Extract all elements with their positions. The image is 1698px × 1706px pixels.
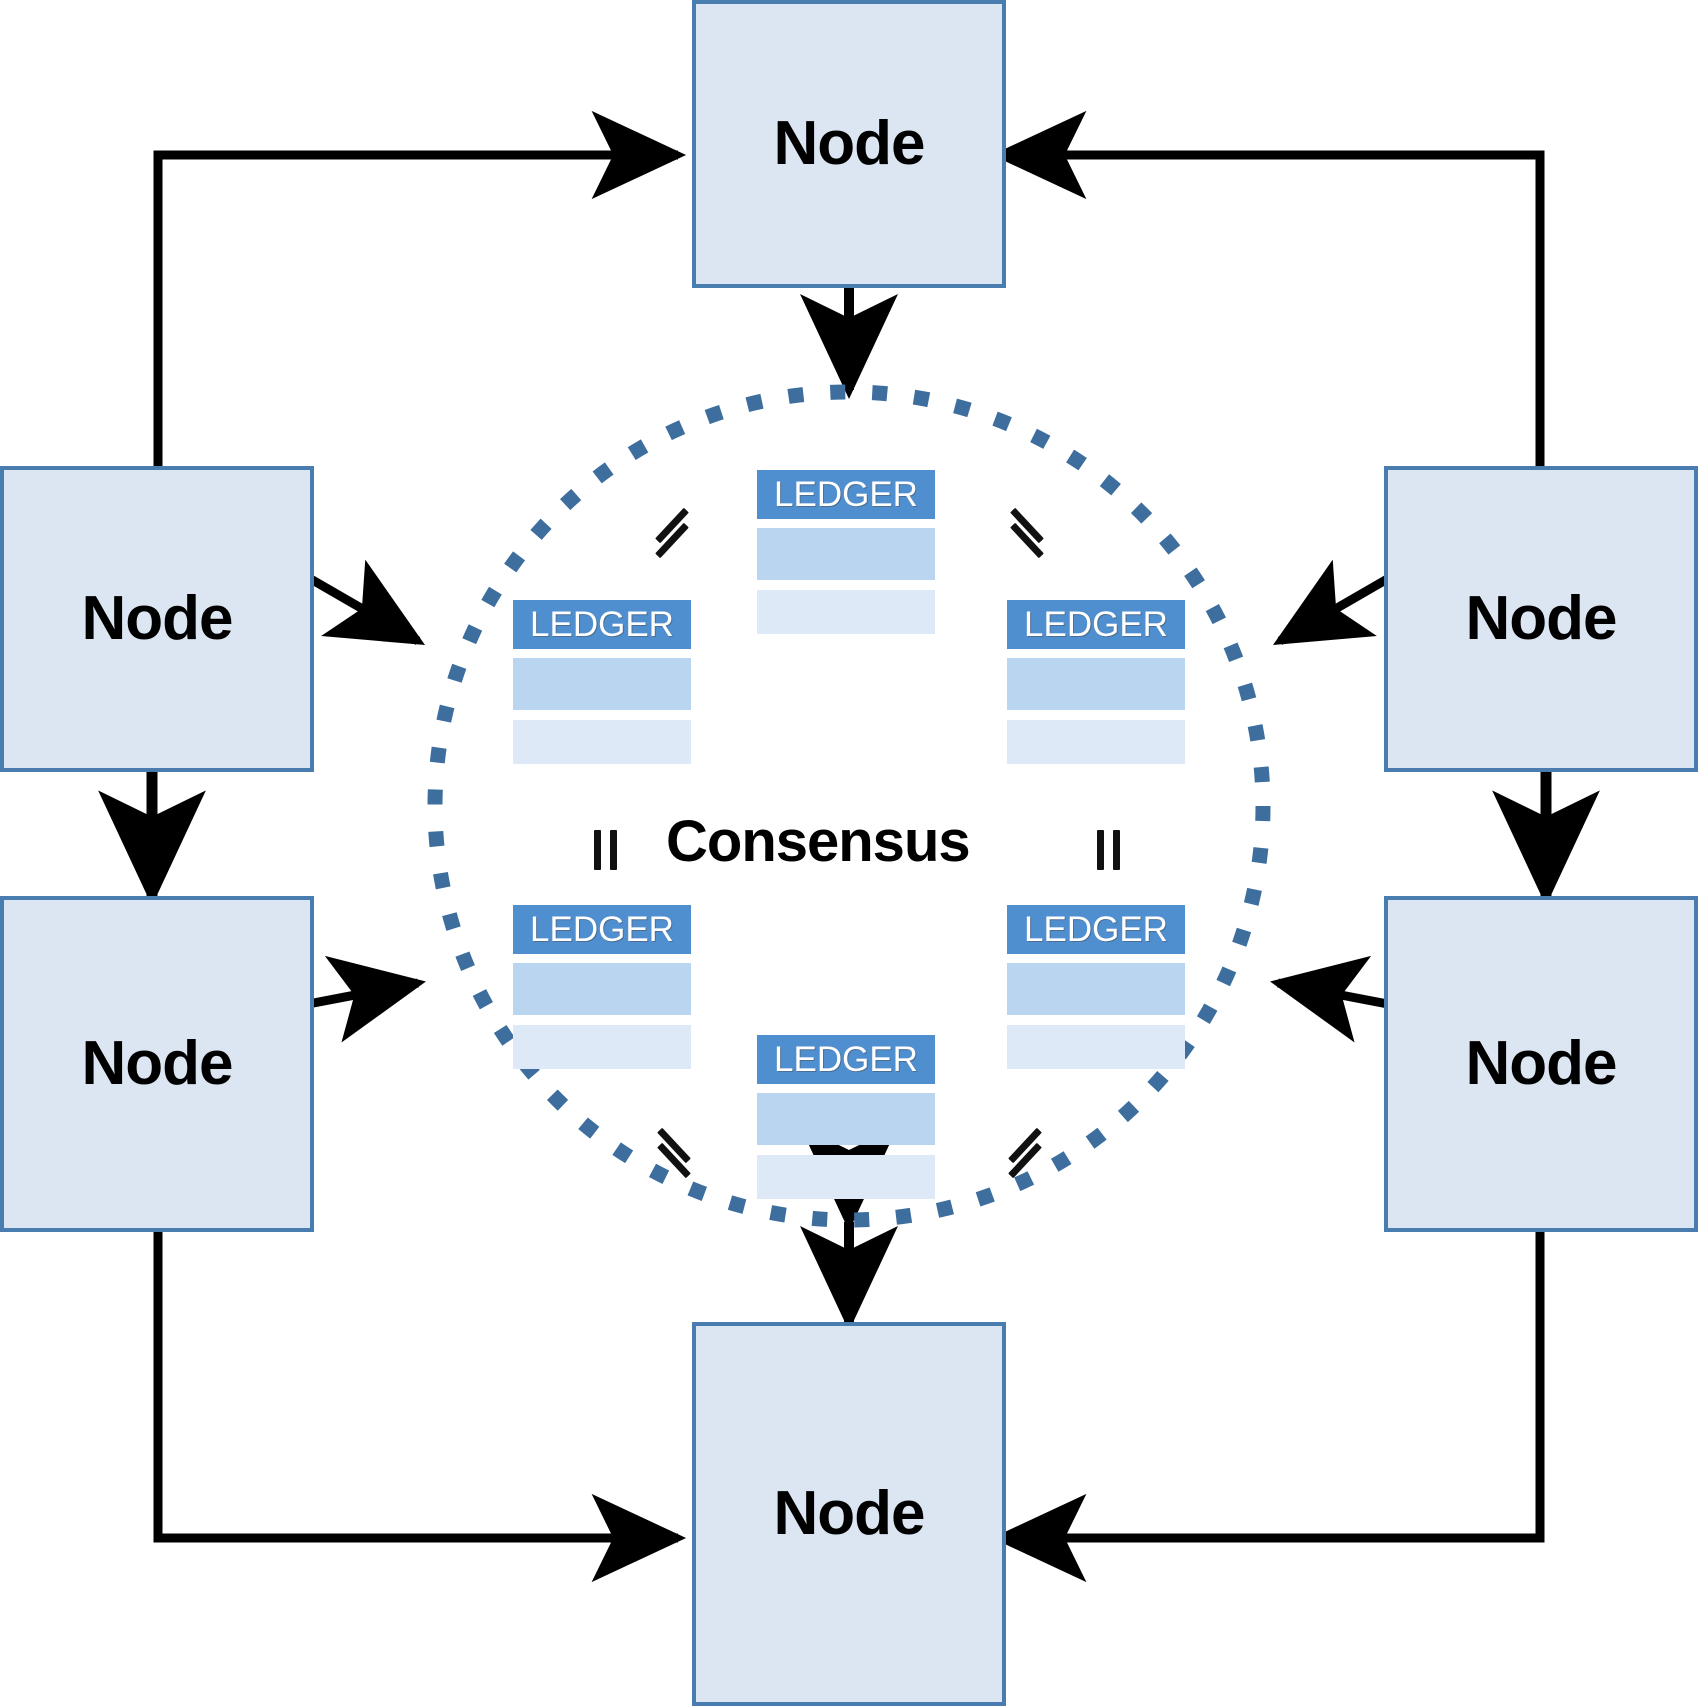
ledger-top-label: LEDGER <box>774 475 918 514</box>
connector-left-upper-to-consensus <box>212 496 426 646</box>
node-left-upper[interactable]: Node <box>0 466 314 772</box>
ledger-upper-left-label: LEDGER <box>530 605 674 644</box>
ledger-upper-left-bar-1 <box>513 658 691 710</box>
ledger-upper-right[interactable]: LEDGER <box>1007 600 1185 764</box>
ledger-upper-right-bar-2 <box>1007 720 1185 764</box>
ledger-bottom[interactable]: LEDGER <box>757 1035 935 1199</box>
node-bottom[interactable]: Node <box>692 1322 1006 1706</box>
ledger-upper-right-bar-1 <box>1007 658 1185 710</box>
ledger-lower-left[interactable]: LEDGER <box>513 905 691 1069</box>
connector-right-lower-to-bottom <box>991 1232 1545 1583</box>
ledger-top-bar-1 <box>757 528 935 580</box>
ledger-upper-left[interactable]: LEDGER <box>513 600 691 764</box>
equals-top-right-icon <box>1010 507 1044 559</box>
ledger-upper-right-header: LEDGER <box>1007 600 1185 649</box>
ledger-top-header: LEDGER <box>757 470 935 519</box>
node-right-upper[interactable]: Node <box>1384 466 1698 772</box>
ledger-lower-right[interactable]: LEDGER <box>1007 905 1185 1069</box>
ledger-upper-right-label: LEDGER <box>1024 605 1168 644</box>
connector-left-upper-to-top <box>153 110 687 466</box>
equals-top-left-icon <box>655 507 689 559</box>
node-top[interactable]: Node <box>692 0 1006 288</box>
ledger-lower-left-label: LEDGER <box>530 910 674 949</box>
ledger-lower-left-bar-1 <box>513 963 691 1015</box>
ledger-lower-right-bar-1 <box>1007 963 1185 1015</box>
node-top-label: Node <box>773 109 926 178</box>
equals-mid-left-icon <box>586 830 620 870</box>
node-left-upper-label: Node <box>81 584 234 653</box>
ledger-bottom-bar-1 <box>757 1093 935 1145</box>
ledger-lower-right-bar-2 <box>1007 1025 1185 1069</box>
ledger-top[interactable]: LEDGER <box>757 470 935 634</box>
connector-right-lower-to-consensus <box>1270 955 1487 1065</box>
connector-left-lower-to-consensus <box>209 955 426 1065</box>
consensus-label: Consensus <box>666 809 971 874</box>
node-right-lower-label: Node <box>1465 1029 1618 1098</box>
node-right-upper-label: Node <box>1465 584 1618 653</box>
ledger-lower-left-header: LEDGER <box>513 905 691 954</box>
node-bottom-label: Node <box>773 1479 926 1548</box>
node-right-lower[interactable]: Node <box>1384 896 1698 1232</box>
equals-bottom-right-icon <box>1008 1127 1042 1179</box>
ledger-lower-left-bar-2 <box>513 1025 691 1069</box>
ledger-lower-right-label: LEDGER <box>1024 910 1168 949</box>
ledger-upper-left-bar-2 <box>513 720 691 764</box>
equals-mid-right-icon <box>1089 830 1123 870</box>
node-left-lower[interactable]: Node <box>0 896 314 1232</box>
connector-left-lower-to-bottom <box>153 1232 687 1583</box>
ledger-lower-right-header: LEDGER <box>1007 905 1185 954</box>
ledger-bottom-bar-2 <box>757 1155 935 1199</box>
ledger-bottom-label: LEDGER <box>774 1040 918 1079</box>
ledger-bottom-header: LEDGER <box>757 1035 935 1084</box>
ledger-top-bar-2 <box>757 590 935 634</box>
connector-right-upper-to-top <box>991 110 1545 466</box>
ledger-upper-left-header: LEDGER <box>513 600 691 649</box>
node-left-lower-label: Node <box>81 1029 234 1098</box>
equals-bottom-left-icon <box>657 1127 691 1179</box>
connector-right-upper-to-consensus <box>1272 496 1486 646</box>
